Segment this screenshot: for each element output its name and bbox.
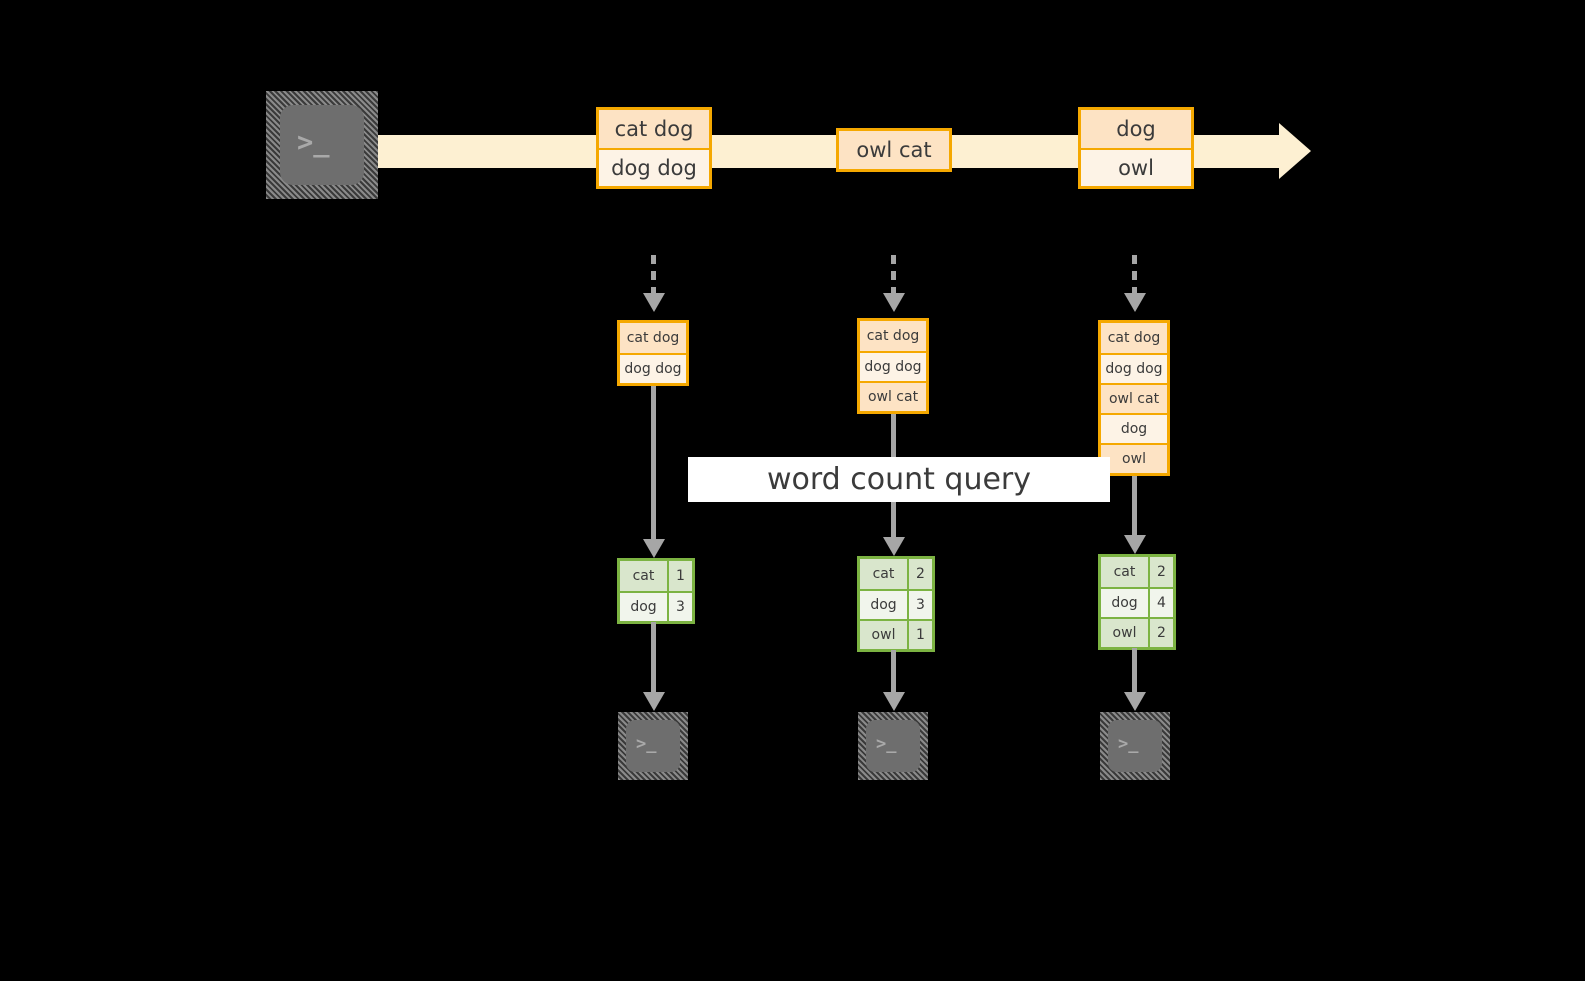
prompt-glyph: >_ bbox=[876, 734, 897, 754]
message-line: owl cat bbox=[839, 131, 949, 169]
result-row: dog 3 bbox=[860, 589, 932, 619]
snapshot-trigger-arrow-3 bbox=[1124, 293, 1146, 312]
result-row: cat 1 bbox=[620, 561, 692, 591]
snapshot-trigger-arrow-1 bbox=[643, 293, 665, 312]
snapshot-1-result: cat 1 dog 3 bbox=[617, 558, 695, 624]
sink-terminal-icon-2: >_ bbox=[858, 712, 928, 780]
state-line: dog dog bbox=[1101, 353, 1167, 383]
snapshot-1-state: cat dog dog dog bbox=[617, 320, 689, 386]
query-flow-line-1 bbox=[651, 386, 656, 541]
snapshot-trigger-line-3 bbox=[1132, 255, 1137, 296]
sink-flow-line-2 bbox=[891, 650, 896, 694]
icon-body bbox=[280, 105, 364, 185]
result-count: 3 bbox=[907, 591, 932, 619]
result-count: 3 bbox=[667, 593, 692, 621]
result-count: 2 bbox=[1148, 557, 1173, 587]
state-line: cat dog bbox=[620, 323, 686, 353]
result-count: 1 bbox=[667, 561, 692, 591]
stream-arrowhead bbox=[1279, 123, 1311, 179]
prompt-glyph: >_ bbox=[1118, 734, 1139, 754]
stream-message-1: cat dog dog dog bbox=[596, 107, 712, 189]
snapshot-3-result: cat 2 dog 4 owl 2 bbox=[1098, 554, 1176, 650]
result-row: dog 3 bbox=[620, 591, 692, 621]
snapshot-trigger-line-2 bbox=[891, 255, 896, 296]
state-line: dog dog bbox=[860, 351, 926, 381]
source-terminal-icon: >_ bbox=[266, 91, 378, 199]
result-word: owl bbox=[1101, 619, 1148, 647]
result-count: 2 bbox=[907, 559, 932, 589]
stream-message-2: owl cat bbox=[836, 128, 952, 172]
prompt-glyph: >_ bbox=[636, 734, 657, 754]
query-flow-arrow-1 bbox=[643, 539, 665, 558]
icon-body bbox=[866, 720, 920, 772]
result-row: owl 2 bbox=[1101, 617, 1173, 647]
sink-flow-line-1 bbox=[651, 622, 656, 694]
result-word: dog bbox=[860, 591, 907, 619]
icon-body bbox=[1108, 720, 1162, 772]
query-flow-arrow-2 bbox=[883, 537, 905, 556]
result-count: 2 bbox=[1148, 619, 1173, 647]
sink-terminal-icon-1: >_ bbox=[618, 712, 688, 780]
sink-flow-arrow-2 bbox=[883, 692, 905, 711]
result-count: 1 bbox=[907, 621, 932, 649]
result-word: cat bbox=[1101, 557, 1148, 587]
state-line: dog bbox=[1101, 413, 1167, 443]
snapshot-2-result: cat 2 dog 3 owl 1 bbox=[857, 556, 935, 652]
prompt-glyph: >_ bbox=[297, 127, 330, 158]
result-word: owl bbox=[860, 621, 907, 649]
result-row: dog 4 bbox=[1101, 587, 1173, 617]
query-flow-arrow-3 bbox=[1124, 535, 1146, 554]
result-count: 4 bbox=[1148, 589, 1173, 617]
snapshot-trigger-line-1 bbox=[651, 255, 656, 296]
message-line: dog bbox=[1081, 110, 1191, 148]
result-word: cat bbox=[620, 561, 667, 591]
message-line: dog dog bbox=[599, 148, 709, 186]
message-line: cat dog bbox=[599, 110, 709, 148]
result-word: dog bbox=[620, 593, 667, 621]
sink-flow-arrow-1 bbox=[643, 692, 665, 711]
query-flow-line-3 bbox=[1132, 476, 1137, 537]
state-line: cat dog bbox=[1101, 323, 1167, 353]
result-row: cat 2 bbox=[860, 559, 932, 589]
message-line: owl bbox=[1081, 148, 1191, 186]
result-row: owl 1 bbox=[860, 619, 932, 649]
state-line: owl cat bbox=[860, 381, 926, 411]
state-line: owl cat bbox=[1101, 383, 1167, 413]
snapshot-trigger-arrow-2 bbox=[883, 293, 905, 312]
result-word: cat bbox=[860, 559, 907, 589]
state-line: dog dog bbox=[620, 353, 686, 383]
sink-flow-arrow-3 bbox=[1124, 692, 1146, 711]
state-line: owl bbox=[1101, 443, 1167, 473]
result-row: cat 2 bbox=[1101, 557, 1173, 587]
sink-terminal-icon-3: >_ bbox=[1100, 712, 1170, 780]
state-line: cat dog bbox=[860, 321, 926, 351]
icon-body bbox=[626, 720, 680, 772]
result-word: dog bbox=[1101, 589, 1148, 617]
query-label: word count query bbox=[688, 457, 1110, 502]
snapshot-2-state: cat dog dog dog owl cat bbox=[857, 318, 929, 414]
snapshot-3-state: cat dog dog dog owl cat dog owl bbox=[1098, 320, 1170, 476]
stream-message-3: dog owl bbox=[1078, 107, 1194, 189]
sink-flow-line-3 bbox=[1132, 648, 1137, 694]
